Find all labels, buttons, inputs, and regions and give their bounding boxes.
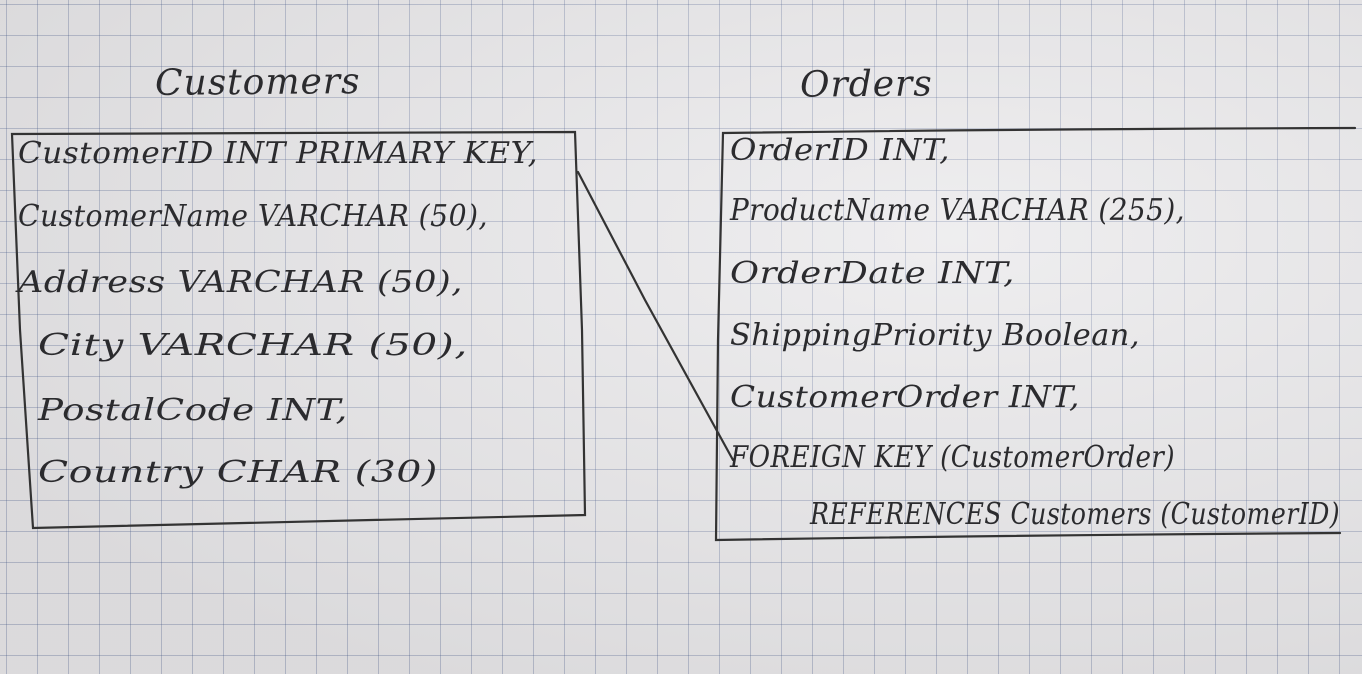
customers-table-title: Customers [154,61,361,104]
customers-field-row: City VARCHAR (50), [38,328,468,363]
orders-field-row: OrderID INT, [730,133,950,168]
orders-field-row: CustomerOrder INT, [730,380,1080,415]
orders-field-row: FOREIGN KEY (CustomerOrder) [730,440,1175,475]
orders-field-row: OrderDate INT, [730,256,1015,291]
orders-field-row: REFERENCES Customers (CustomerID) [810,497,1340,532]
relationship-line [576,170,735,462]
customers-field-row: Country CHAR (30) [38,455,438,490]
orders-field-row: ShippingPriority Boolean, [730,318,1140,353]
customers-field-row: Address VARCHAR (50), [18,265,463,300]
customers-field-row: CustomerName VARCHAR (50), [18,199,488,234]
customers-field-row: PostalCode INT, [38,393,348,428]
customers-table-box [10,130,587,530]
orders-table-box [714,126,1357,542]
orders-field-row: ProductName VARCHAR (255), [730,193,1185,228]
customers-field-row: CustomerID INT PRIMARY KEY, [18,136,538,171]
orders-table-title: Orders [799,63,933,106]
